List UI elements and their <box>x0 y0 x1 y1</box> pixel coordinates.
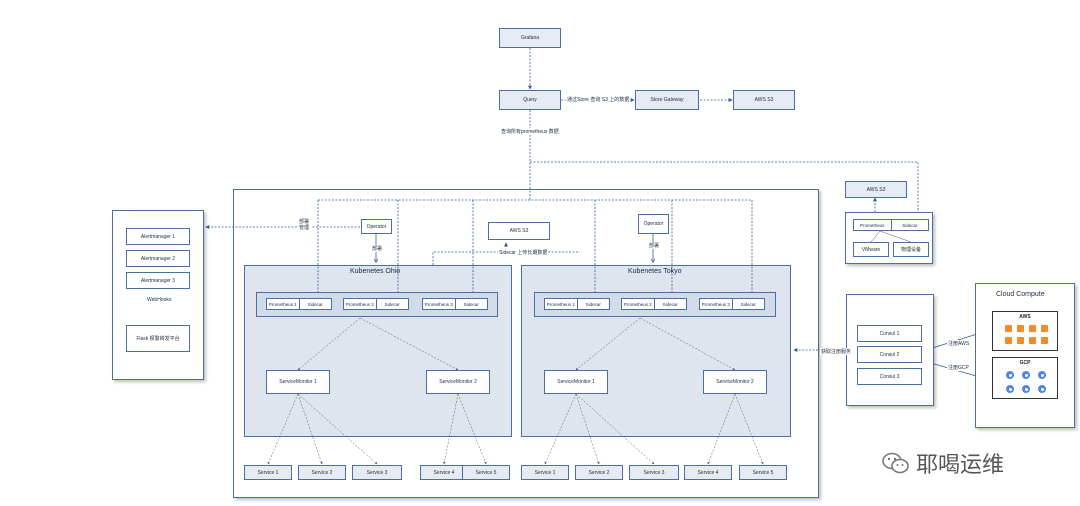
grafana-node[interactable]: Grafana <box>499 28 561 48</box>
tokyo-service-1[interactable]: Service 1 <box>521 465 569 480</box>
sidecar-label: Sidecar <box>731 299 765 309</box>
sidecar-upload-label: Sidecar 上传长期数据 <box>498 249 549 256</box>
sidecar-label: Sidecar <box>890 220 929 230</box>
tokyo-servicemonitor-2[interactable]: ServiceMonitor 2 <box>703 370 767 394</box>
wechat-icon <box>882 452 909 474</box>
aws-provider-label: AWS <box>1019 314 1031 320</box>
sidecar-label: Sidecar <box>454 299 488 309</box>
cluster-tokyo-title: Kubenetes Tokyo <box>628 268 682 275</box>
query-node[interactable]: Query <box>499 90 561 110</box>
watermark: 耶喝运维 <box>882 447 1004 479</box>
gcp-provider-label: GCP <box>1019 360 1031 366</box>
sidecar-label: Sidecar <box>298 299 332 309</box>
tokyo-service-4[interactable]: Service 4 <box>684 465 732 480</box>
aws-s3-top-node[interactable]: AWS S3 <box>733 90 795 110</box>
aws-s3-vm-node[interactable]: AWS S3 <box>845 181 907 198</box>
consul-edge-label: 获取注册服务 <box>820 348 853 355</box>
aws-instance-icon <box>1005 325 1012 332</box>
alertmanager-3[interactable]: Alertmanager 3 <box>126 272 190 289</box>
store-edge-label: 通过Store 查询 S3 上的数据 <box>566 96 631 103</box>
ohio-service-1[interactable]: Service 1 <box>244 465 292 480</box>
prometheus-label: Prometheus 3 <box>424 301 453 307</box>
operator-left[interactable]: Operator <box>361 219 392 234</box>
tokyo-service-2[interactable]: Service 2 <box>575 465 623 480</box>
alertmanager-1[interactable]: Alertmanager 1 <box>126 228 190 245</box>
gcp-instance-icon <box>1022 371 1030 379</box>
consul-3[interactable]: Consul 3 <box>857 368 922 385</box>
tokyo-service-3[interactable]: Service 3 <box>629 465 679 480</box>
ohio-service-2[interactable]: Service 2 <box>298 465 346 480</box>
sidecar-label: Sidecar <box>576 299 610 309</box>
aws-instance-icon <box>1017 337 1024 344</box>
ohio-servicemonitor-1[interactable]: ServiceMonitor 1 <box>266 370 330 394</box>
vm-prometheus-pair[interactable]: Prometheus Sidecar <box>853 219 929 231</box>
gcp-instance-icon <box>1038 385 1046 393</box>
tokyo-servicemonitor-1[interactable]: ServiceMonitor 1 <box>544 370 608 394</box>
aws-provider[interactable]: AWS <box>992 311 1058 351</box>
cloud-compute-panel <box>975 283 1075 428</box>
gcp-provider[interactable]: GCP <box>992 357 1058 399</box>
cluster-ohio-title: Kubenetes Ohio <box>350 268 401 275</box>
operator-right[interactable]: Operator <box>638 214 669 234</box>
aws-s3-mid-node[interactable]: AWS S3 <box>488 222 550 240</box>
consul-1[interactable]: Consul 1 <box>857 325 922 342</box>
aws-instance-icon <box>1041 325 1048 332</box>
webhooks-label: WebHooks <box>146 297 173 303</box>
watermark-text: 耶喝运维 <box>916 452 1005 477</box>
prometheus-label: Prometheus <box>860 222 885 228</box>
aws-instance-icon <box>1041 337 1048 344</box>
store-gateway-node[interactable]: Store Gateway <box>635 90 699 110</box>
deploy-left-label: 部署 <box>371 245 384 252</box>
tokyo-service-5[interactable]: Service 5 <box>739 465 787 480</box>
sidecar-label: Sidecar <box>653 299 687 309</box>
alert-edge-label: 部署 管理 <box>298 219 312 231</box>
prometheus-label: Prometheus 1 <box>268 301 297 307</box>
aws-instance-icon <box>1029 325 1036 332</box>
query-edge-label: 查询所有prometheus 数据 <box>500 128 560 135</box>
gcp-instance-icon <box>1006 371 1014 379</box>
deploy-right-label: 部署 <box>648 242 661 249</box>
alertmanager-2[interactable]: Alertmanager 2 <box>126 250 190 267</box>
physical-device-node[interactable]: 物理设备 <box>893 242 929 257</box>
gcp-instance-icon <box>1006 385 1014 393</box>
cloud-compute-title: Cloud Compute <box>996 291 1045 298</box>
prometheus-label: Prometheus 1 <box>546 301 575 307</box>
consul-2[interactable]: Consul 2 <box>857 346 922 363</box>
ohio-service-3[interactable]: Service 3 <box>352 465 402 480</box>
gcp-instance-icon <box>1022 385 1030 393</box>
flask-alert-platform[interactable]: Flask 报警转发平台 <box>126 325 190 352</box>
prometheus-label: Prometheus 2 <box>623 301 652 307</box>
aws-instance-icon <box>1017 325 1024 332</box>
aws-instance-icon <box>1029 337 1036 344</box>
aws-instance-icon <box>1005 337 1012 344</box>
gcp-instance-icon <box>1038 371 1046 379</box>
ohio-service-5[interactable]: Service 5 <box>462 465 510 480</box>
ohio-servicemonitor-2[interactable]: ServiceMonitor 2 <box>426 370 490 394</box>
prometheus-label: Prometheus 3 <box>701 301 730 307</box>
register-gcp-label: 注册GCP <box>947 364 970 371</box>
vmware-node[interactable]: VMware <box>853 242 889 257</box>
prometheus-label: Prometheus 2 <box>345 301 374 307</box>
register-aws-label: 注册AWS <box>947 340 971 347</box>
sidecar-label: Sidecar <box>375 299 409 309</box>
